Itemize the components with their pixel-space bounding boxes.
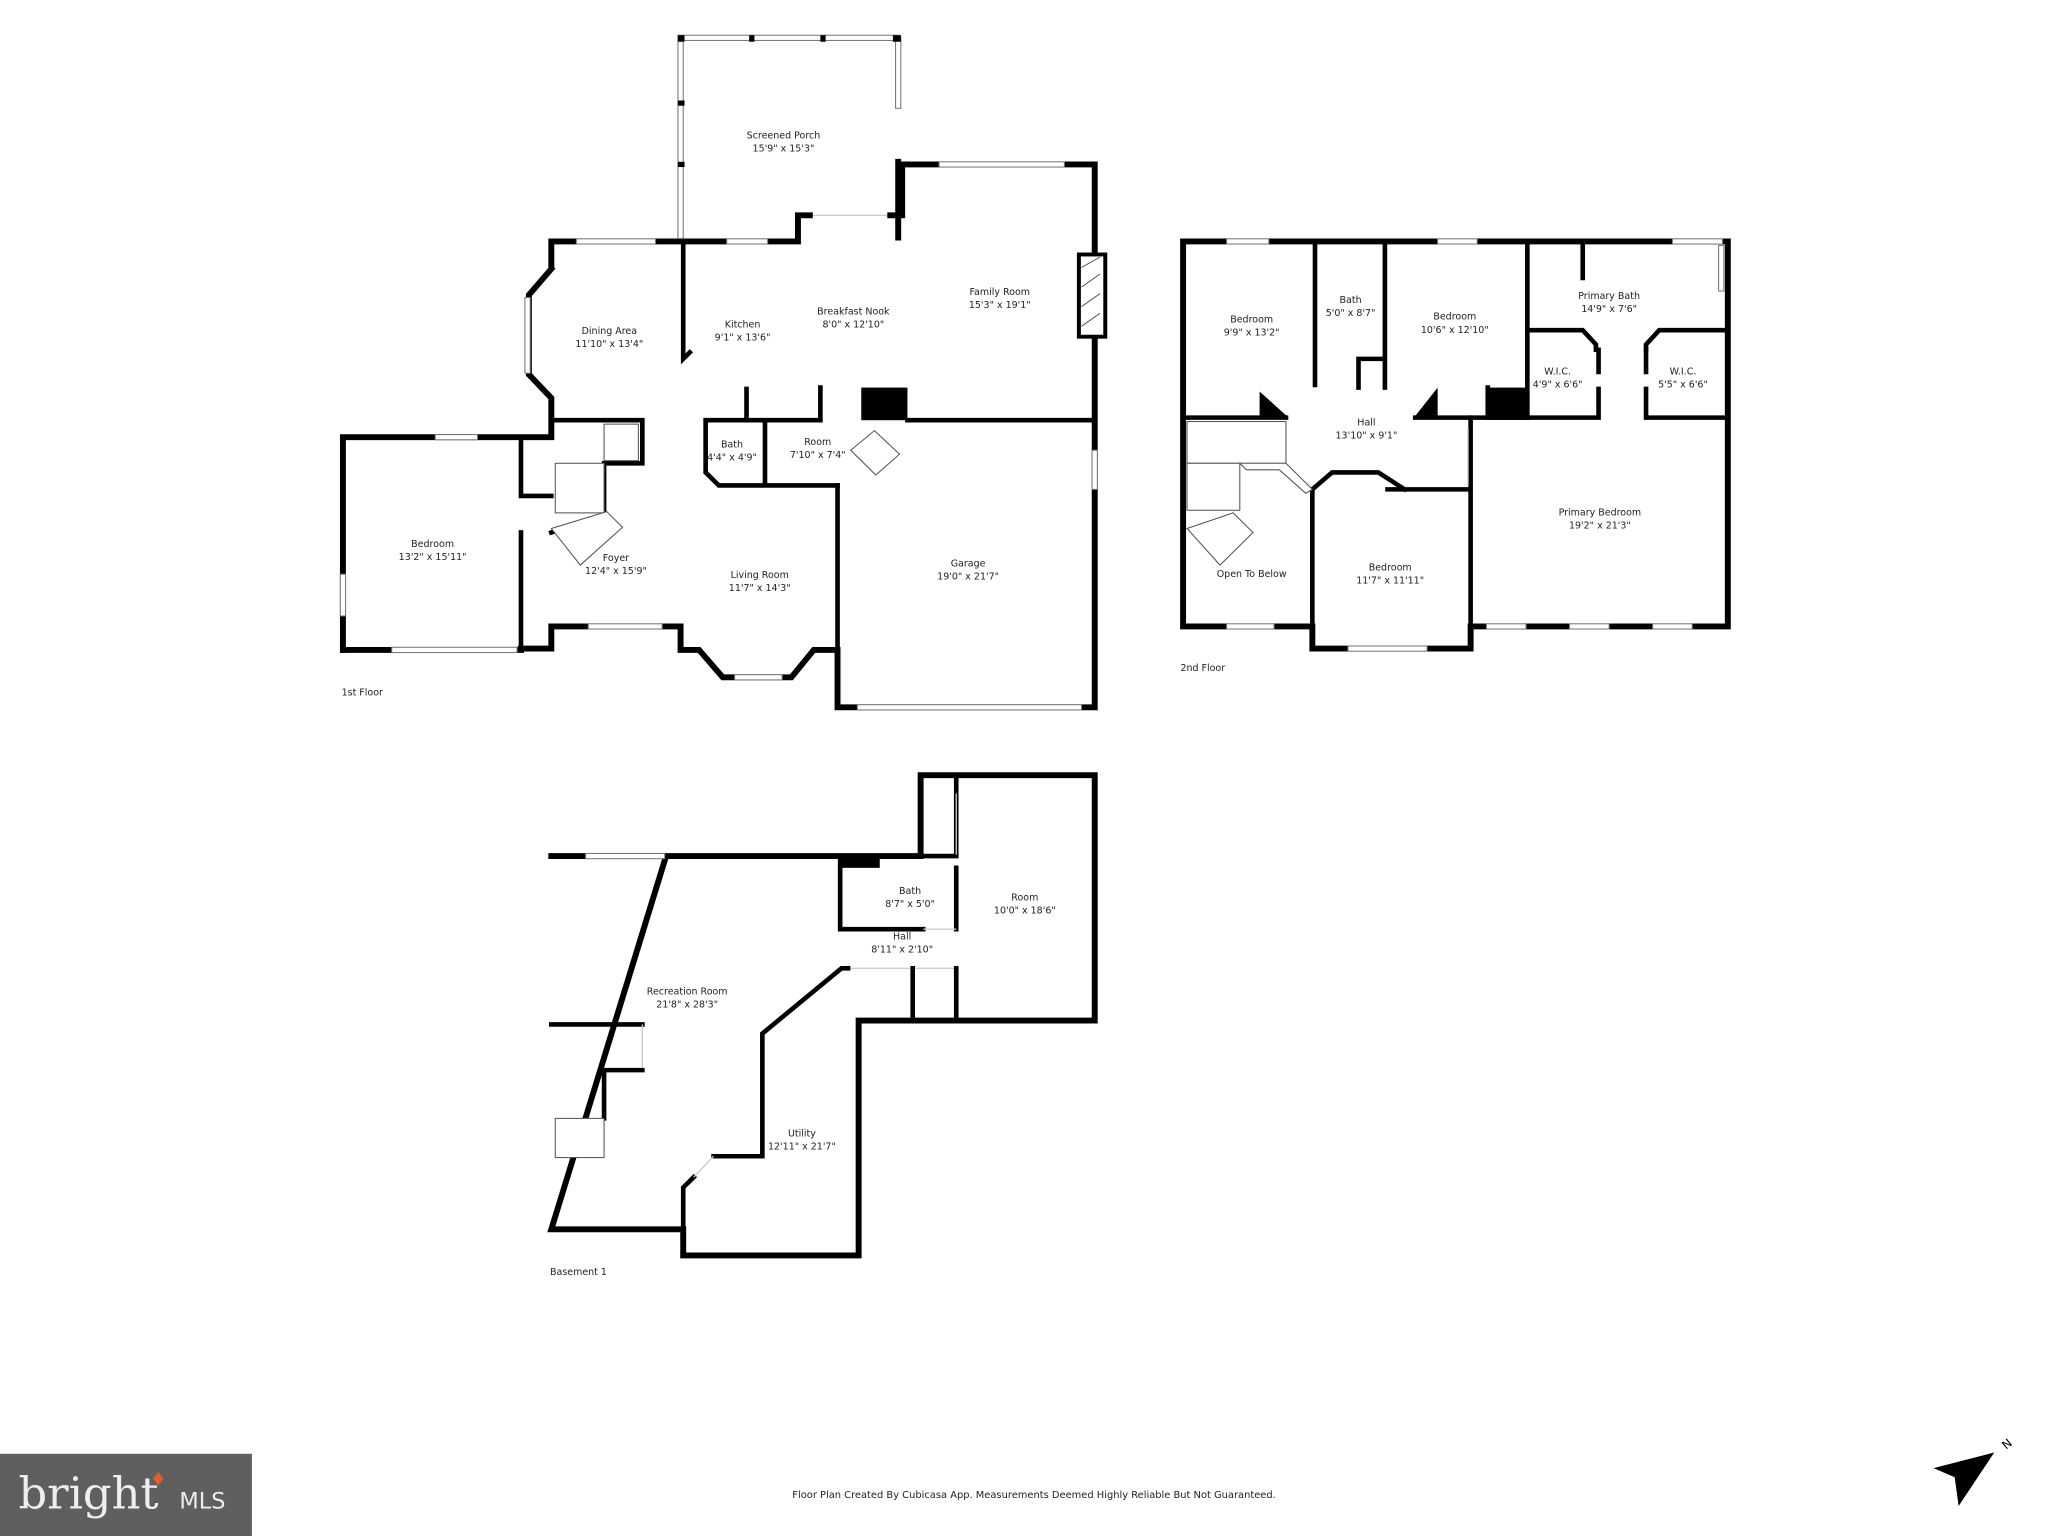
room-dims-bath: 5'0" x 8'7" — [1326, 308, 1376, 319]
fireplace — [1076, 252, 1108, 339]
bright-mls-logo: bright MLS — [0, 1453, 252, 1536]
room-dims-breakfast-nook: 8'0" x 12'10" — [822, 320, 884, 331]
logo-suffix: MLS — [179, 1489, 225, 1515]
room-labels: Screened Porch 15'9" x 15'3" Dining Area 11… — [399, 130, 1708, 1152]
room-dims-garage: 19'0" x 21'7" — [937, 571, 999, 582]
room-name-room: Room — [804, 437, 831, 448]
room-dims-room: 7'10" x 7'4" — [790, 450, 846, 461]
room-name-hall: Hall — [1357, 417, 1375, 428]
floor-label-2nd: 2nd Floor — [1180, 663, 1225, 674]
porch-screen-right — [895, 36, 902, 109]
room-dims-hall: 13'10" x 9'1" — [1336, 431, 1398, 442]
room-dims-dining-area: 11'10" x 13'4" — [575, 339, 643, 350]
north-letter: N — [1999, 1436, 2015, 1452]
room-name-w-i-c: W.I.C. — [1544, 367, 1571, 378]
room-dims-screened-porch: 15'9" x 15'3" — [753, 143, 815, 154]
room-name-w-i-c: W.I.C. — [1670, 367, 1697, 378]
room-name-screened-porch: Screened Porch — [747, 130, 821, 141]
stairs — [603, 423, 639, 462]
room-dims-recreation-room: 21'8" x 28'3" — [656, 1000, 718, 1011]
room-name-dining-area: Dining Area — [582, 326, 637, 337]
room-name-bedroom: Bedroom — [411, 539, 454, 550]
room-dims-w-i-c: 5'5" x 6'6" — [1658, 380, 1708, 391]
second-floor-plan — [1180, 238, 1731, 652]
room-name-room: Room — [1011, 893, 1038, 904]
room-name-garage: Garage — [951, 558, 986, 569]
room-name-primary-bedroom: Primary Bedroom — [1559, 508, 1642, 519]
room-dims-kitchen: 9'1" x 13'6" — [715, 333, 771, 344]
disclaimer-note: Floor Plan Created By Cubicasa App. Meas… — [792, 1490, 1275, 1501]
porch-screen-left — [677, 36, 684, 244]
logo-diamond-icon — [152, 1472, 164, 1486]
north-arrow-icon: N — [1933, 1436, 2015, 1506]
room-name-recreation-room: Recreation Room — [647, 986, 728, 997]
room-dims-hall: 8'11" x 2'10" — [871, 945, 933, 956]
room-dims-bedroom: 11'7" x 11'11" — [1356, 575, 1424, 586]
room-dims-bath: 4'4" x 4'9" — [707, 453, 757, 464]
porch-screen-top — [677, 34, 901, 41]
room-dims-family-room: 15'3" x 19'1" — [969, 300, 1031, 311]
room-name-primary-bath: Primary Bath — [1578, 291, 1640, 302]
first-floor-plan — [339, 34, 1108, 711]
room-dims-bedroom: 9'9" x 13'2" — [1224, 327, 1280, 338]
room-name-open-to-below: Open To Below — [1217, 569, 1287, 580]
room-dims-bedroom: 13'2" x 15'11" — [399, 552, 467, 563]
room-name-bedroom: Bedroom — [1433, 312, 1476, 323]
room-name-family-room: Family Room — [969, 287, 1030, 298]
room-name-breakfast-nook: Breakfast Nook — [817, 307, 890, 318]
room-dims-room: 10'0" x 18'6" — [994, 906, 1056, 917]
room-dims-living-room: 11'7" x 14'3" — [729, 583, 791, 594]
room-name-bath: Bath — [1340, 295, 1362, 306]
room-dims-foyer: 12'4" x 15'9" — [585, 566, 647, 577]
room-name-bath: Bath — [899, 886, 921, 897]
room-name-bedroom: Bedroom — [1230, 314, 1273, 325]
room-name-foyer: Foyer — [603, 553, 629, 564]
room-name-bedroom: Bedroom — [1369, 562, 1412, 573]
basement-plan — [547, 772, 1098, 1259]
floor-label-1st: 1st Floor — [342, 688, 383, 699]
logo-word: bright — [18, 1468, 158, 1520]
room-dims-bath: 8'7" x 5'0" — [885, 899, 935, 910]
room-dims-primary-bedroom: 19'2" x 21'3" — [1569, 521, 1631, 532]
room-name-hall: Hall — [893, 932, 911, 943]
room-dims-w-i-c: 4'9" x 6'6" — [1533, 380, 1583, 391]
room-dims-utility: 12'11" x 21'7" — [768, 1142, 836, 1153]
room-name-living-room: Living Room — [731, 570, 789, 581]
room-name-utility: Utility — [788, 1129, 816, 1140]
floor-label-basement: Basement 1 — [550, 1267, 607, 1278]
room-dims-primary-bath: 14'9" x 7'6" — [1581, 304, 1637, 315]
room-name-bath: Bath — [721, 440, 743, 451]
room-dims-bedroom: 10'6" x 12'10" — [1421, 325, 1489, 336]
room-name-kitchen: Kitchen — [725, 320, 761, 331]
